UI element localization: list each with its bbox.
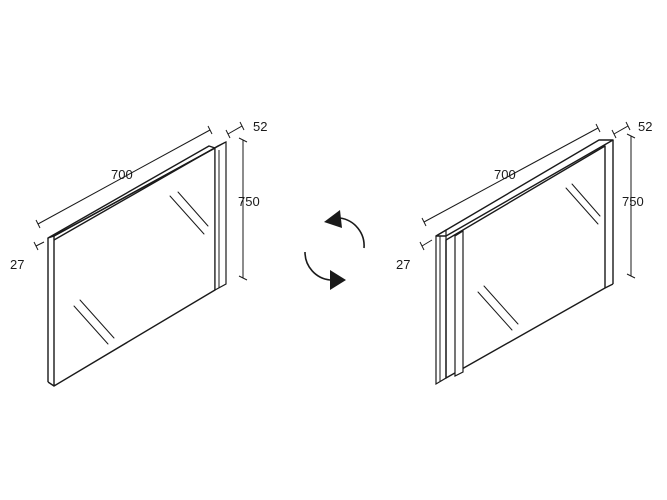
left-mirror: 700 750 52 27 xyxy=(10,119,267,387)
right-frame-depth-label: 52 xyxy=(638,119,652,134)
left-mirror-reflection-3 xyxy=(73,305,109,345)
left-height-tick-top xyxy=(238,137,248,143)
right-width-label: 700 xyxy=(494,167,516,182)
left-width-tick-start xyxy=(35,219,41,229)
left-mirror-reflection-1 xyxy=(169,195,205,235)
right-mirror-reflection-3 xyxy=(477,291,513,331)
left-depth-tick xyxy=(33,241,39,251)
left-height-tick-bottom xyxy=(238,275,248,281)
right-width-dimension-line xyxy=(423,127,599,223)
right-frame-depth-tick-1 xyxy=(611,129,617,139)
left-depth-line xyxy=(35,241,45,247)
left-mirror-top-edge xyxy=(47,145,216,239)
left-frame-depth-tick-1 xyxy=(225,129,231,139)
right-mirror-bottom-corner xyxy=(604,283,614,289)
right-depth-label: 27 xyxy=(396,257,410,272)
left-width-label: 700 xyxy=(111,167,133,182)
right-mirror-top-edge xyxy=(435,139,614,237)
right-mirror-front-face xyxy=(445,145,606,379)
right-height-tick-bottom xyxy=(626,273,636,279)
left-mirror-top-frame xyxy=(53,141,227,241)
right-width-tick-start xyxy=(421,217,427,227)
right-mirror-inner-strip xyxy=(454,229,464,377)
right-depth-line xyxy=(421,239,433,247)
right-mirror-reflection-2 xyxy=(571,183,601,217)
left-mirror-front-face xyxy=(53,147,216,387)
rotate-arrow-top xyxy=(339,217,365,249)
left-mirror-reflection-4 xyxy=(79,299,115,339)
right-height-label: 750 xyxy=(622,194,644,209)
left-height-label: 750 xyxy=(238,194,260,209)
left-width-dimension-line xyxy=(37,129,211,225)
left-mirror-side-bar xyxy=(214,140,227,292)
right-frame-depth-tick-2 xyxy=(625,121,631,131)
rotate-arrow-bottom xyxy=(304,251,331,281)
right-width-tick-end xyxy=(595,123,601,133)
right-mirror: 700 750 52 27 xyxy=(396,119,652,386)
left-mirror-reflection-2 xyxy=(177,191,209,227)
right-depth-tick xyxy=(419,241,425,251)
right-height-tick-top xyxy=(626,133,636,139)
right-frame-depth-line xyxy=(613,125,629,135)
left-depth-label: 27 xyxy=(10,257,24,272)
rotate-arrow-bottom-head xyxy=(330,270,346,290)
left-frame-depth-line xyxy=(227,125,243,135)
left-frame-depth-tick-2 xyxy=(239,121,245,131)
left-mirror-bottom-corner xyxy=(47,381,55,387)
right-mirror-side-bar xyxy=(435,228,447,386)
rotate-arrows-icon xyxy=(304,210,365,290)
right-mirror-reflection-1 xyxy=(565,187,599,225)
rotate-arrow-top-head xyxy=(324,210,342,228)
left-frame-depth-label: 52 xyxy=(253,119,267,134)
right-mirror-reflection-4 xyxy=(483,285,519,325)
left-width-tick-end xyxy=(207,125,213,135)
